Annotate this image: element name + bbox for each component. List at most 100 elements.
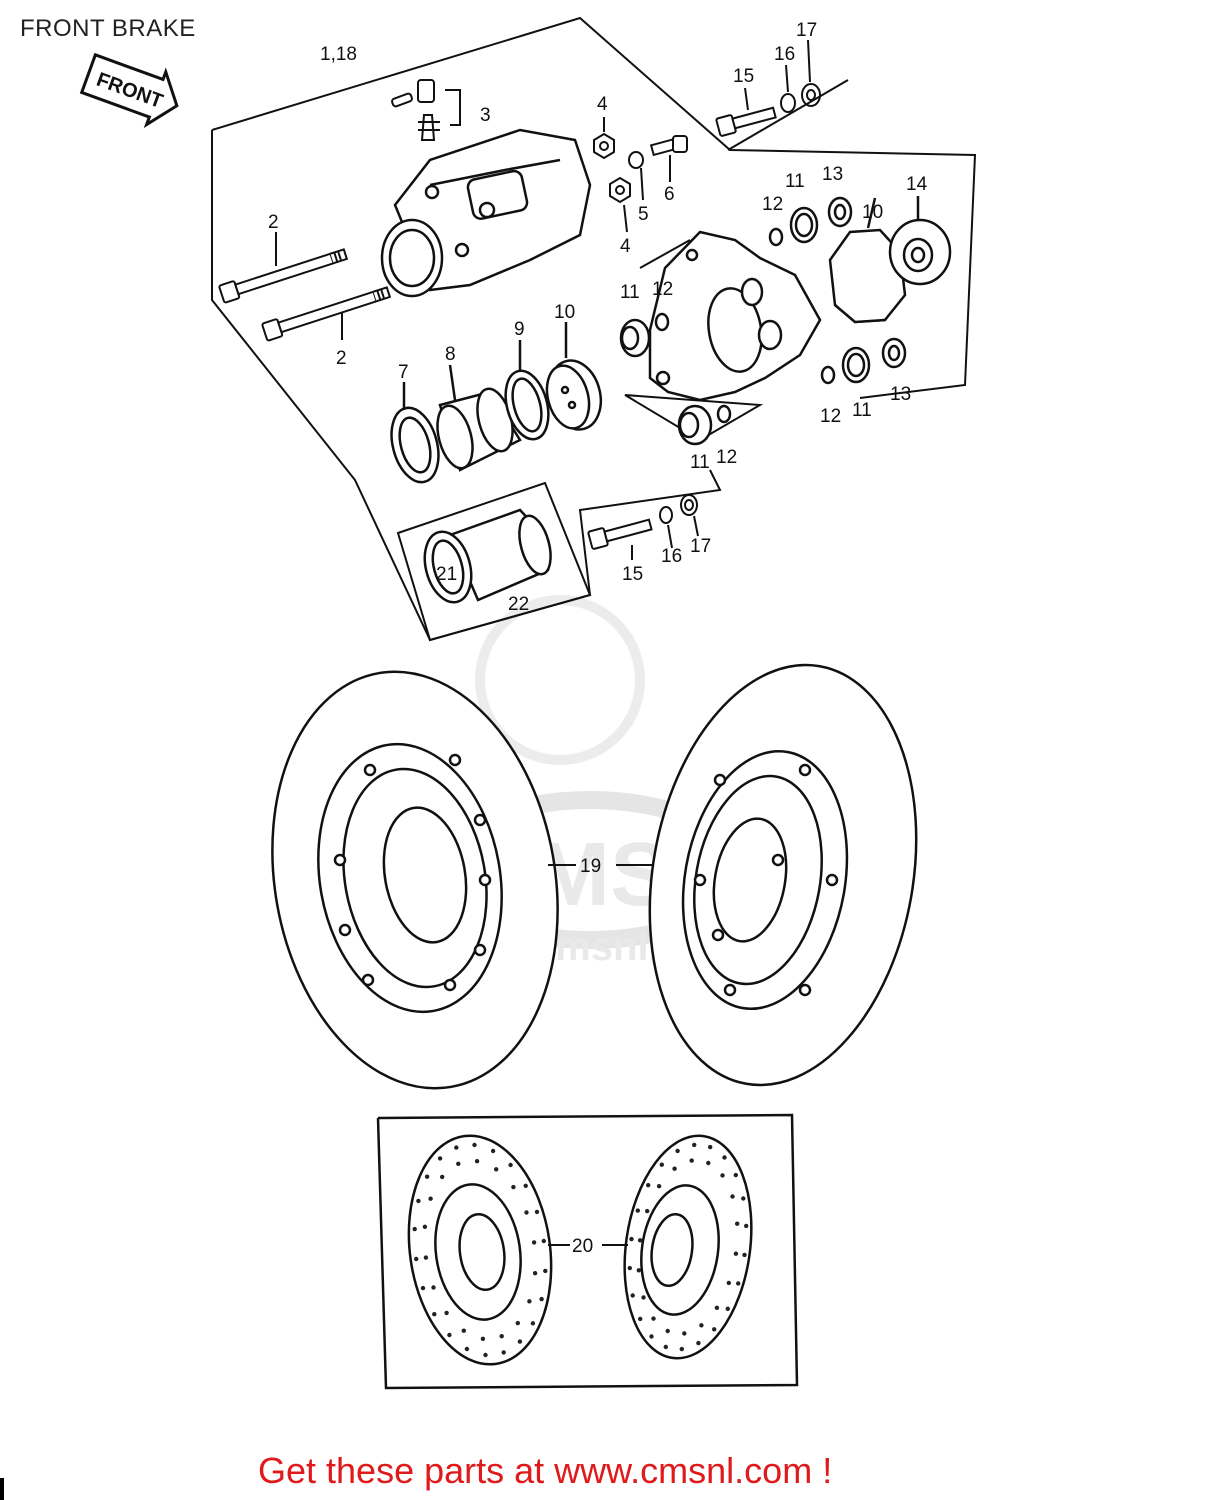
drill-hole xyxy=(437,1156,443,1161)
drill-hole xyxy=(656,1184,662,1189)
drilled-disc-right xyxy=(623,1134,753,1360)
cap-and-boot xyxy=(828,196,952,324)
label-10-right: 10 xyxy=(862,202,883,223)
label-3: 3 xyxy=(480,105,491,126)
drill-hole xyxy=(454,1145,459,1150)
drill-hole xyxy=(636,1268,641,1273)
drill-hole xyxy=(649,1334,654,1339)
label-17-lower: 17 xyxy=(690,536,711,557)
drill-hole xyxy=(692,1142,697,1148)
caliper-bracket xyxy=(624,230,822,442)
drill-hole xyxy=(511,1184,516,1190)
label-6: 6 xyxy=(664,184,675,205)
label-12-d: 12 xyxy=(716,447,737,468)
label-13-upper: 13 xyxy=(822,164,843,185)
label-12-b: 12 xyxy=(762,194,783,215)
lower-bolt-set xyxy=(587,494,699,560)
drill-hole xyxy=(447,1332,452,1338)
upper-bolt-set xyxy=(715,39,849,151)
label-16-upper: 16 xyxy=(774,44,795,65)
bleeder-valve xyxy=(391,79,461,141)
drill-hole xyxy=(646,1183,651,1188)
drill-hole xyxy=(641,1295,646,1300)
label-2-lower: 2 xyxy=(336,348,347,369)
drill-hole xyxy=(456,1161,461,1167)
drill-hole xyxy=(637,1238,643,1243)
label-9: 9 xyxy=(514,319,525,340)
drill-hole xyxy=(508,1162,513,1168)
label-13-lower: 13 xyxy=(890,384,911,405)
drill-hole xyxy=(722,1155,727,1160)
drill-hole xyxy=(480,1336,486,1342)
drill-hole xyxy=(714,1305,720,1311)
drill-hole xyxy=(708,1144,713,1150)
drill-hole xyxy=(494,1167,499,1172)
label-12-c: 12 xyxy=(820,406,841,427)
label-7: 7 xyxy=(398,362,409,383)
drill-hole xyxy=(638,1316,643,1322)
drill-hole xyxy=(720,1173,725,1178)
drill-hole xyxy=(635,1208,640,1213)
label-14: 14 xyxy=(906,174,928,195)
drill-hole xyxy=(629,1236,634,1242)
drill-hole xyxy=(651,1316,656,1321)
drill-hole xyxy=(699,1323,704,1328)
label-17-upper: 17 xyxy=(796,20,817,41)
drill-hole xyxy=(416,1198,421,1204)
footer-link[interactable]: Get these parts at www.cmsnl.com ! xyxy=(258,1450,833,1491)
drill-hole xyxy=(464,1346,470,1352)
drill-hole xyxy=(483,1352,488,1358)
label-11-c: 11 xyxy=(852,400,872,421)
label-20: 20 xyxy=(572,1236,593,1257)
drill-hole xyxy=(742,1252,747,1258)
drill-hole xyxy=(428,1196,433,1201)
piston-kit xyxy=(396,481,592,642)
brake-disc-left xyxy=(271,670,559,1090)
drilled-disc-left xyxy=(407,1134,553,1366)
drill-hole xyxy=(665,1328,670,1334)
drill-hole xyxy=(474,1159,480,1164)
drill-hole xyxy=(444,1310,449,1316)
drill-hole xyxy=(524,1210,529,1215)
drill-hole xyxy=(501,1350,506,1355)
drill-hole xyxy=(696,1340,701,1346)
drill-hole xyxy=(725,1306,730,1312)
label-11-d: 11 xyxy=(690,452,710,473)
label-15-upper: 15 xyxy=(733,66,754,87)
drill-hole xyxy=(420,1285,426,1291)
drill-hole xyxy=(679,1346,684,1352)
drill-hole xyxy=(659,1162,664,1167)
drill-hole xyxy=(461,1328,466,1333)
drill-hole xyxy=(539,1296,544,1302)
label-12-a: 12 xyxy=(652,279,673,300)
drill-hole xyxy=(733,1172,738,1178)
drill-hole xyxy=(414,1256,419,1262)
piston-parts xyxy=(390,322,603,484)
drill-hole xyxy=(432,1312,437,1317)
drill-hole xyxy=(675,1148,680,1154)
caliper-bolts xyxy=(218,232,392,342)
drill-hole xyxy=(663,1344,668,1350)
drill-hole xyxy=(733,1251,739,1256)
label-21: 21 xyxy=(436,564,457,585)
drill-hole xyxy=(712,1327,717,1332)
bracket-bushings xyxy=(619,196,907,446)
label-2-upper: 2 xyxy=(268,212,279,233)
label-1-18: 1,18 xyxy=(320,44,357,65)
drill-hole xyxy=(422,1224,428,1230)
label-11-a: 11 xyxy=(620,282,640,303)
brake-disc-right xyxy=(648,663,918,1087)
drill-hole xyxy=(744,1223,749,1229)
drill-hole xyxy=(530,1321,536,1326)
label-15-lower: 15 xyxy=(622,564,643,585)
drill-hole xyxy=(672,1166,677,1171)
drill-hole xyxy=(541,1238,546,1244)
drill-hole xyxy=(515,1320,520,1326)
drill-hole xyxy=(527,1299,532,1304)
drill-hole xyxy=(531,1240,537,1245)
drill-hole xyxy=(735,1221,740,1226)
label-16-lower: 16 xyxy=(661,546,682,567)
drilled-discs-box xyxy=(376,1113,799,1390)
drill-hole xyxy=(630,1293,635,1298)
drill-hole xyxy=(543,1268,548,1274)
